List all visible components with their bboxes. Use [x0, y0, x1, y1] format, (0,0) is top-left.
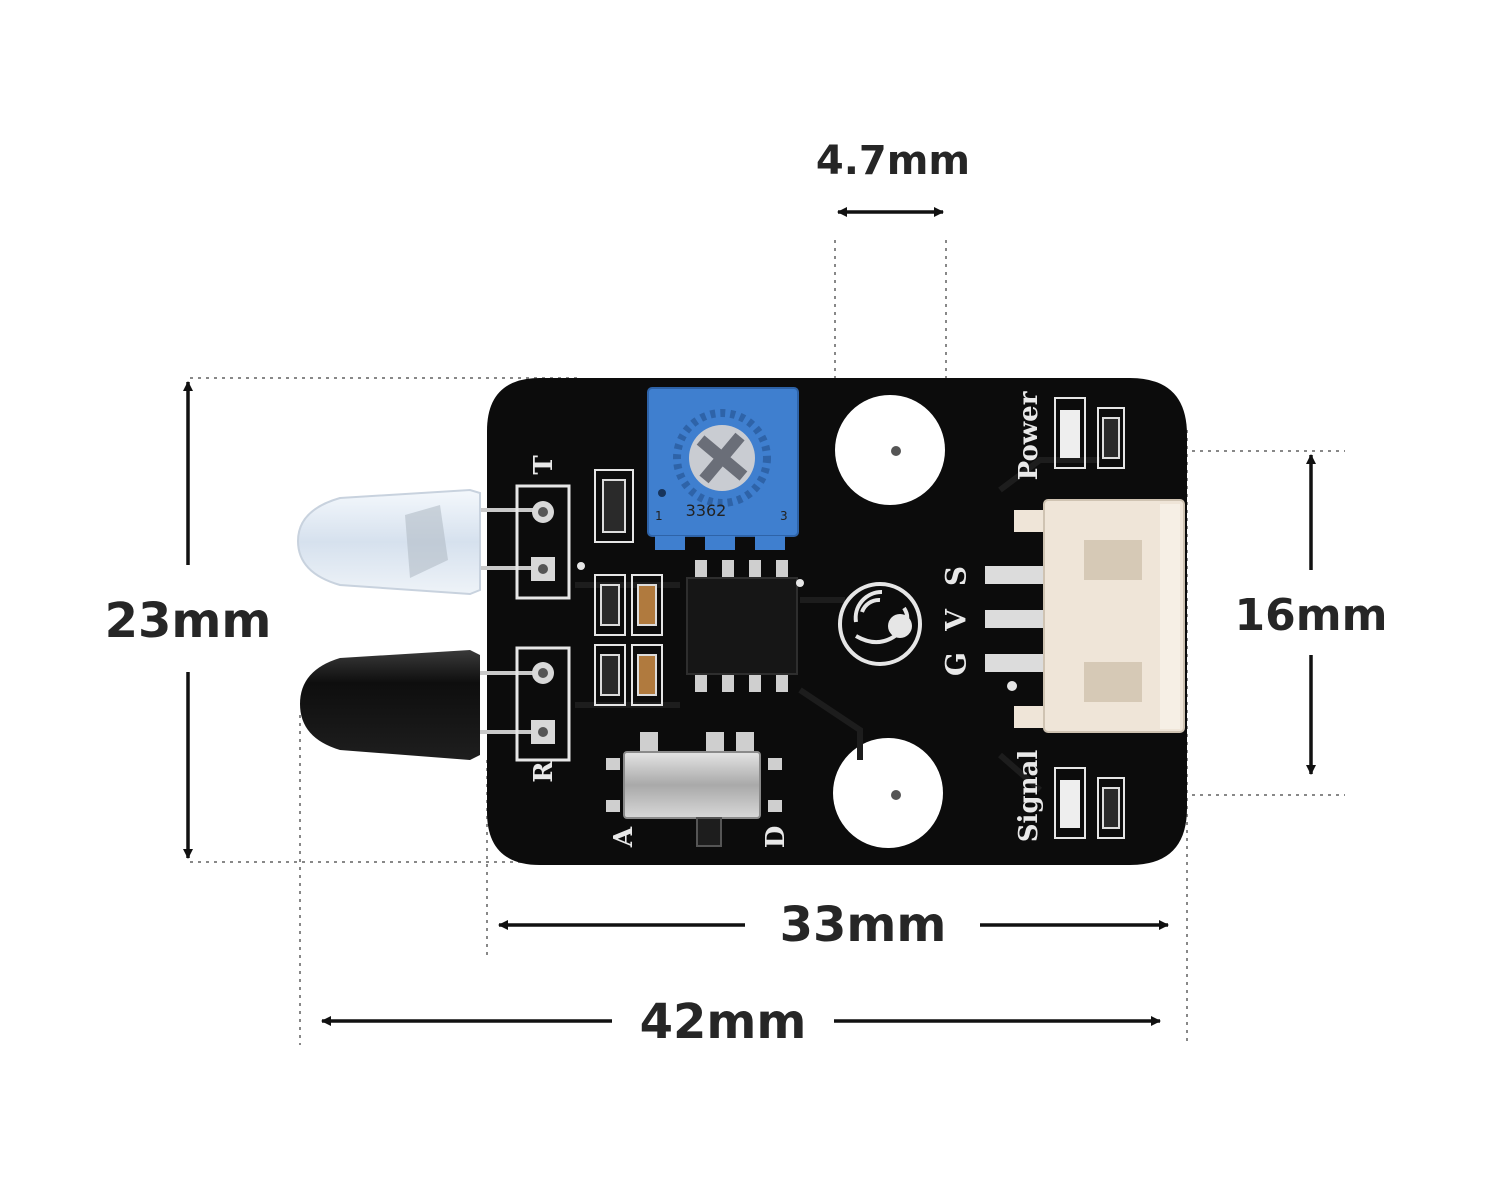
label-board-height: 23mm	[105, 593, 272, 649]
label-digital: D	[761, 826, 791, 849]
pin-header-connector	[985, 499, 1185, 733]
potentiometer-model: 3362	[686, 501, 727, 520]
label-pin-s: S	[940, 566, 973, 586]
mounting-hole-bottom	[833, 738, 943, 848]
label-pin-g: G	[940, 652, 973, 676]
label-pin-v: V	[940, 608, 973, 632]
label-overall-width: 42mm	[640, 994, 807, 1050]
led-pads	[515, 484, 585, 762]
ir-led-transmitter	[296, 488, 548, 596]
label-hole-diameter: 4.7mm	[816, 138, 970, 184]
potentiometer-pin3: 3	[780, 509, 788, 523]
label-analog: A	[609, 826, 639, 848]
label-signal: Signal	[1014, 750, 1044, 843]
mounting-hole-top	[835, 395, 945, 505]
potentiometer	[647, 387, 799, 550]
indicator-leds	[1054, 397, 1125, 839]
label-power: Power	[1014, 391, 1044, 480]
label-receiver: R	[529, 761, 559, 783]
potentiometer-pin1: 1	[655, 509, 663, 523]
label-board-width: 33mm	[780, 897, 947, 953]
dimension-arrows	[183, 207, 1316, 1026]
comparator-ic	[686, 560, 804, 692]
mode-slide-switch	[606, 732, 782, 847]
label-transmitter: T	[529, 455, 559, 475]
label-hole-spacing: 16mm	[1235, 590, 1388, 641]
brand-logo	[838, 582, 922, 666]
smd-components	[594, 469, 663, 706]
